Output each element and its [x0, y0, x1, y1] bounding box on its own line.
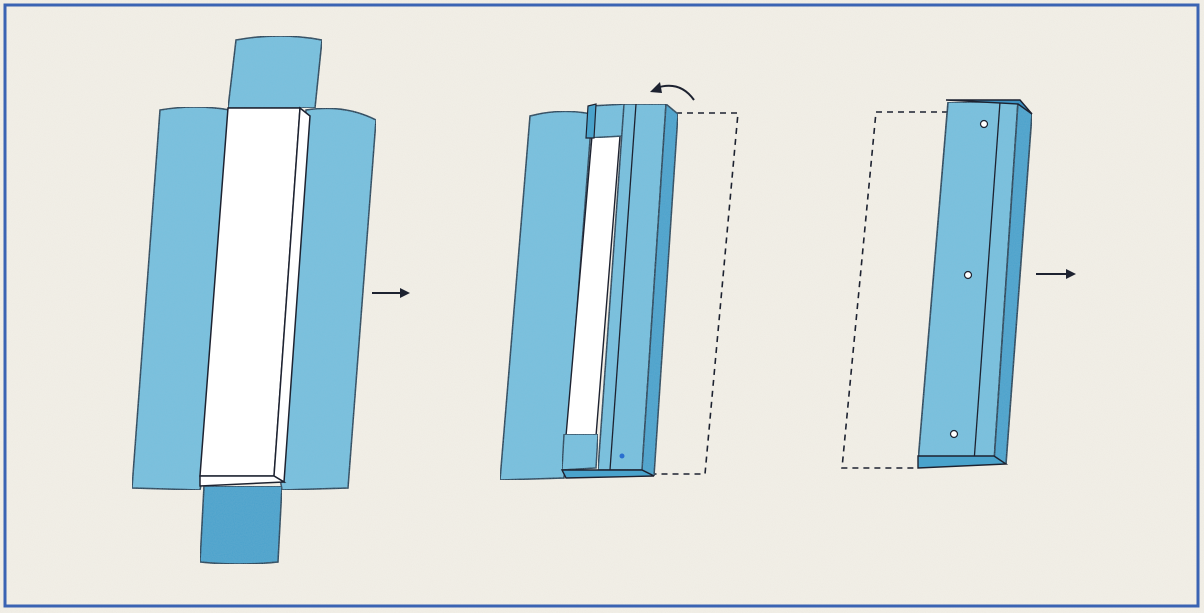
ink-mark [619, 453, 625, 459]
finished-block-bottom [917, 455, 1009, 469]
block-bottom-face [199, 475, 287, 487]
screw-hole-top [979, 119, 989, 129]
block-edge-line [609, 103, 637, 471]
bottom-small-flap [561, 433, 599, 471]
unfolded-paper-dashed-outline [841, 111, 948, 469]
screw-hole-bottom [949, 429, 959, 439]
step-2-fold-over-block [499, 82, 739, 481]
frame-border [3, 3, 1200, 608]
screw-hole-middle [963, 270, 973, 280]
step-3-finished-wrapped-block [841, 99, 1033, 469]
top-paper-flap [227, 35, 323, 109]
curved-arrow-icon [650, 82, 695, 101]
top-small-flap-edge [585, 103, 597, 139]
step-1-wrap-around-block [131, 35, 377, 565]
arrow-right-icon-2 [1036, 269, 1076, 279]
folded-paper-dashed-outline [650, 112, 739, 475]
bottom-paper-flap [199, 485, 283, 565]
wrapped-block-bottom [560, 469, 655, 479]
finished-block-top [945, 99, 1033, 115]
arrow-right-icon [372, 288, 410, 298]
finished-block-edge-line [973, 101, 1001, 463]
